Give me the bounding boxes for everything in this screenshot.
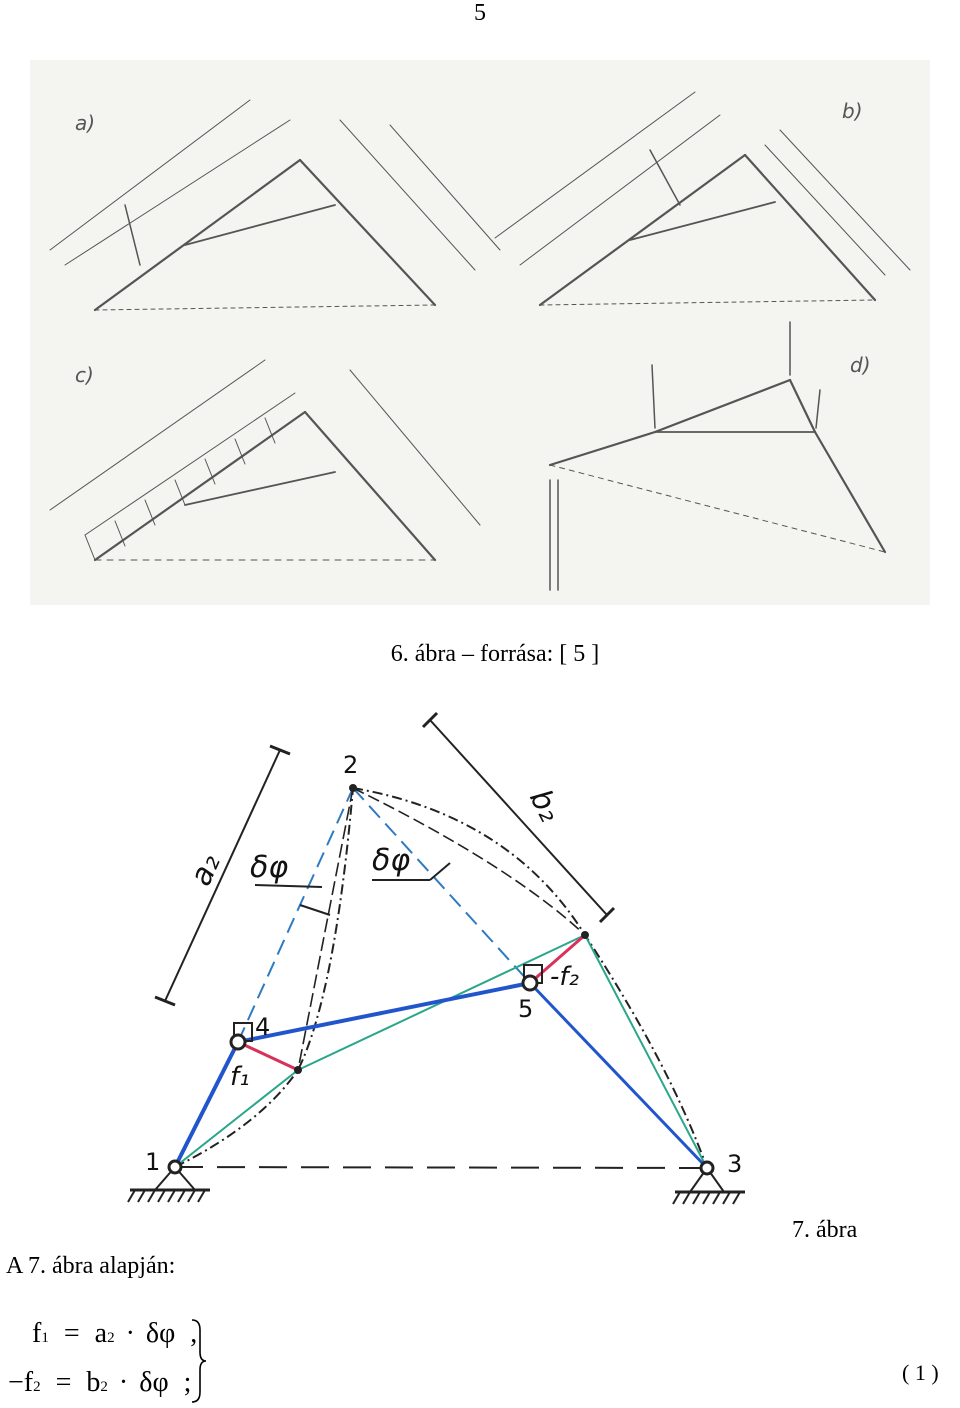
figure-6-panel-b — [494, 91, 911, 307]
joint-5 — [521, 974, 539, 992]
equation-2: −f2 = b2 · δφ ; — [8, 1367, 192, 1398]
dimension-a2 — [164, 749, 281, 1002]
figure-6-caption: 6. ábra – forrása: [ 5 ] — [390, 641, 600, 667]
figure-7: a₂ b₂ δφ δφ f₁ -f₂ 1 2 3 4 5 — [127, 711, 745, 1205]
figure-6-panel-a — [49, 99, 501, 312]
equation-brace — [191, 1319, 207, 1403]
label-node-4: 4 — [255, 1013, 270, 1041]
member-2-5-dashed — [352, 787, 531, 984]
page-number: 5 — [474, 0, 486, 26]
label-node-2: 2 — [343, 751, 358, 779]
joint-1 — [167, 1159, 183, 1175]
label-node-3: 3 — [727, 1150, 742, 1178]
dimension-b2 — [429, 719, 608, 916]
member-1-4p-teal — [174, 1069, 299, 1168]
figure-7-caption: 7. ábra — [792, 1217, 858, 1243]
equation-number: ( 1 ) — [902, 1360, 939, 1385]
member-5-3 — [528, 981, 709, 1170]
joint-4-displaced — [294, 1066, 302, 1074]
vertical-guide — [297, 787, 354, 1071]
deformed-curve-left — [174, 787, 354, 1168]
label-node-1: 1 — [145, 1148, 160, 1176]
base-line — [174, 1166, 708, 1169]
figure-6-tag-c: c) — [75, 363, 94, 387]
label-b2: b₂ — [522, 784, 567, 828]
label-dphi-right: δφ — [372, 843, 410, 878]
joint-5-displaced — [581, 931, 589, 939]
label-dphi-left: δφ — [250, 850, 288, 885]
member-4-5 — [237, 981, 531, 1044]
joint-2 — [349, 784, 357, 792]
figure-6-panel-d — [548, 321, 887, 591]
label-f2: -f₂ — [550, 962, 579, 992]
label-f1: f₁ — [230, 1062, 250, 1092]
figure-6-tag-d: d) — [850, 353, 871, 377]
joint-3 — [699, 1160, 715, 1176]
intro-text: A 7. ábra alapján: — [6, 1253, 176, 1279]
support-1 — [127, 1166, 210, 1203]
equation-1: f1 = a2 · δφ , — [32, 1318, 198, 1349]
displacement-f2 — [529, 933, 586, 985]
member-1-2-dashed — [237, 787, 354, 1043]
figure-6-tag-b: b) — [842, 99, 863, 123]
label-a2: a₂ — [183, 849, 227, 891]
deformed-curve-top — [352, 787, 586, 936]
label-node-5: 5 — [518, 995, 533, 1023]
figure-6: a) b) c) d) — [30, 60, 930, 605]
displacement-f1 — [237, 1040, 299, 1072]
member-5p-3-teal — [584, 934, 708, 1169]
figure-6-tag-a: a) — [75, 111, 95, 135]
member-1-4 — [173, 1041, 240, 1168]
joint-4 — [229, 1033, 247, 1051]
figure-6-panel-c — [49, 359, 481, 562]
support-3 — [672, 1167, 745, 1205]
